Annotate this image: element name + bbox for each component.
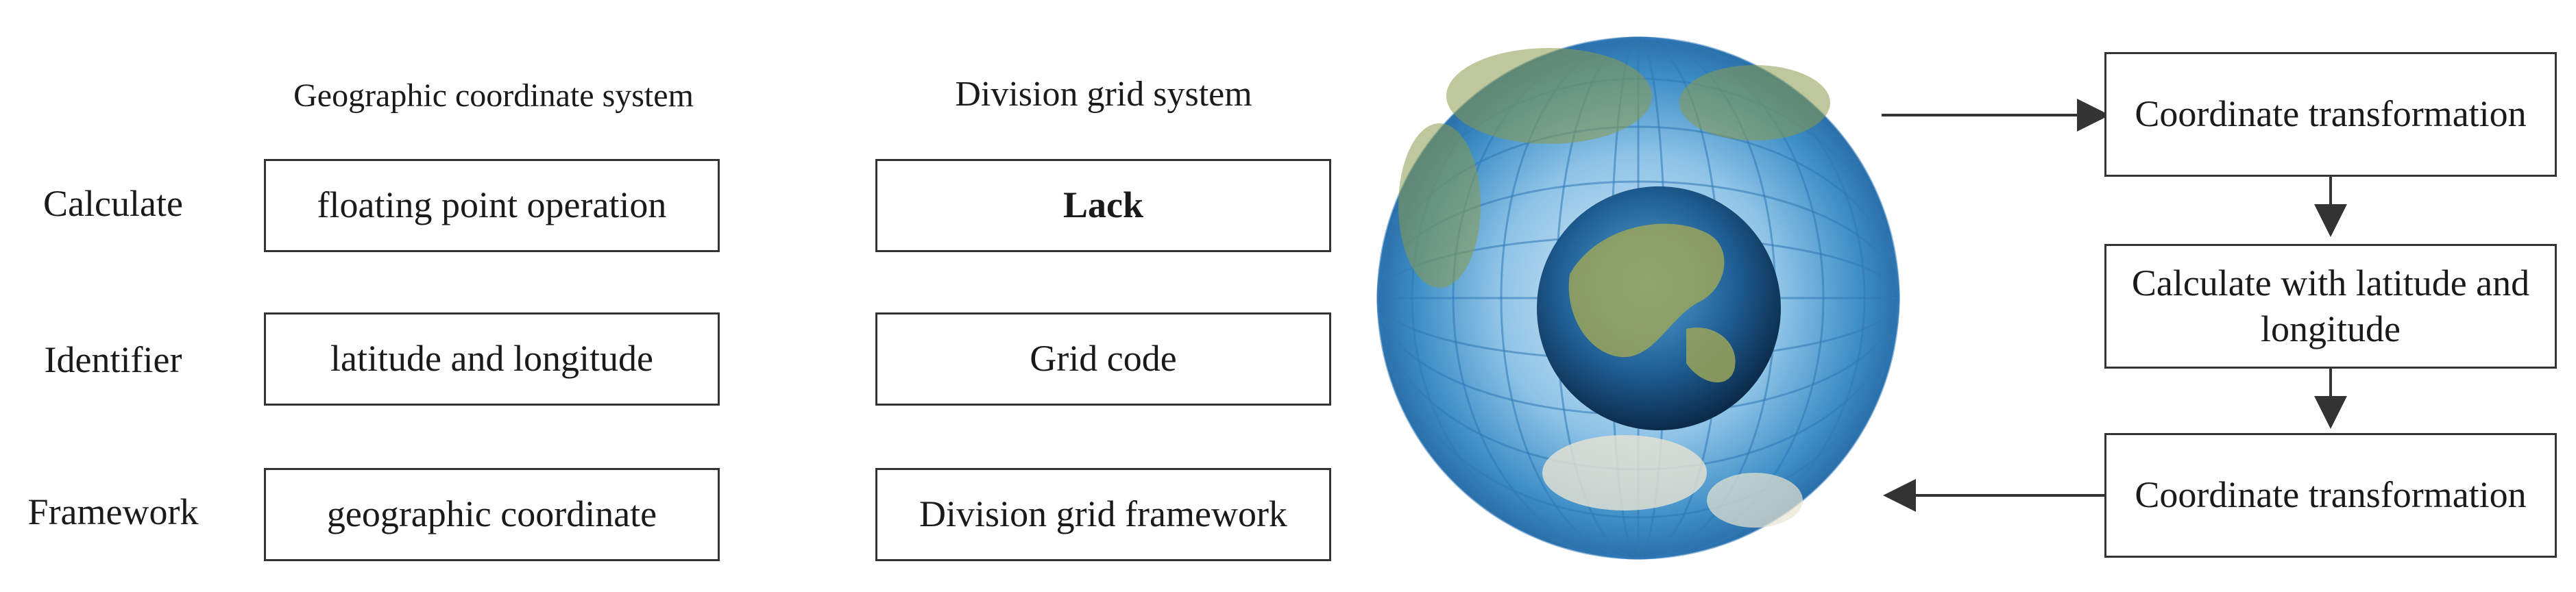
row-label-identifier: Identifier [44, 339, 182, 380]
header-division-grid-system: Division grid system [955, 75, 1252, 114]
globe-inner-land [1568, 223, 1736, 383]
box-latitude-and-longitude: latitude and longitude [264, 312, 720, 406]
globe-land-patches [1398, 48, 1830, 528]
box-floating-point-operation: floating point operation [264, 159, 720, 252]
row-label-framework: Framework [27, 491, 199, 532]
box-grid-code: Grid code [875, 312, 1331, 406]
box-geographic-coordinate: geographic coordinate [264, 468, 720, 561]
box-calculate-with-latitude-and-longitude: Calculate with latitude and longitude [2104, 244, 2557, 369]
box-coordinate-transformation-top: Coordinate transformation [2104, 52, 2557, 177]
box-coordinate-transformation-bottom: Coordinate transformation [2104, 433, 2557, 558]
box-lack: Lack [875, 159, 1331, 252]
header-geographic-coordinate-system: Geographic coordinate system [293, 77, 694, 114]
row-label-calculate: Calculate [43, 183, 183, 224]
box-division-grid-framework: Division grid framework [875, 468, 1331, 561]
